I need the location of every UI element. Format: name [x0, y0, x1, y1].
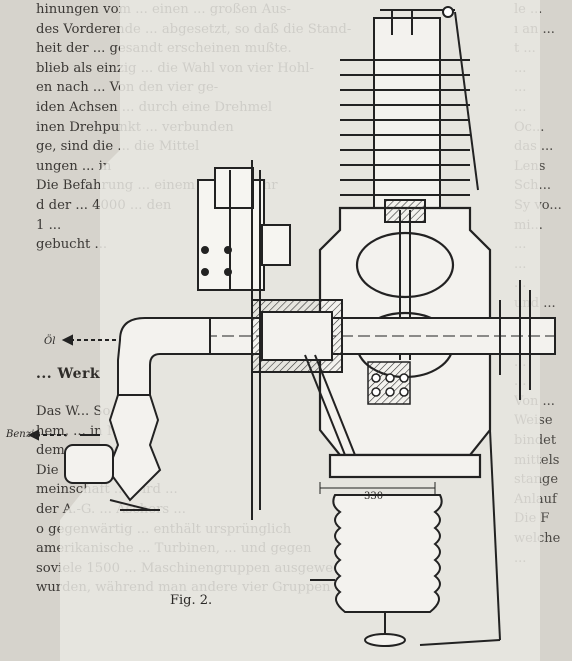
text-line: gebucht ... [36, 237, 108, 253]
section-heading: ... Werk [36, 366, 101, 382]
intake-manifold [304, 354, 356, 456]
dimension-label: 330 [364, 491, 384, 502]
carburetor [27, 394, 162, 511]
text-line: ungen ... in [36, 158, 112, 174]
exhaust-bellows [332, 494, 443, 647]
base-plate [328, 453, 482, 479]
valve-rocker [380, 6, 479, 191]
text-line: 1 ... [36, 217, 62, 233]
support-strut [310, 429, 501, 646]
right-flange [499, 280, 531, 400]
flywheel [251, 160, 261, 520]
figure-caption: Fig. 2. [170, 593, 213, 608]
oil-pipe [61, 317, 211, 396]
label-benzin: Benzin [6, 429, 41, 440]
main-bearings [367, 361, 411, 405]
dimension-line [319, 482, 436, 494]
label-oil: Öl [44, 336, 56, 347]
main-shaft [204, 299, 556, 373]
cylinder-fins [340, 17, 470, 209]
